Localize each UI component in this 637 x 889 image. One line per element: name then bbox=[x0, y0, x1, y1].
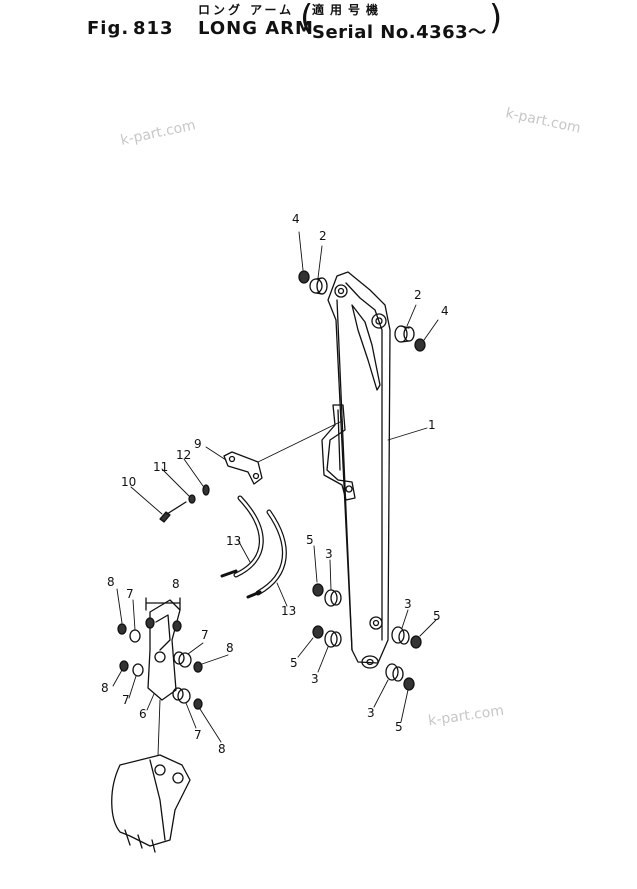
callout-part-5: 5 bbox=[290, 656, 298, 670]
callout-part-3: 3 bbox=[367, 706, 375, 720]
callout-part-8: 8 bbox=[172, 577, 180, 591]
nut-part-4 bbox=[414, 338, 426, 352]
callout-part-7: 7 bbox=[201, 628, 209, 642]
pin-part-7 bbox=[129, 629, 141, 643]
nut-part-8 bbox=[119, 660, 129, 672]
callout-part-12: 12 bbox=[176, 448, 192, 462]
hose-part-13 bbox=[246, 509, 287, 599]
hose-part-13 bbox=[220, 495, 264, 578]
nut-part-8 bbox=[193, 698, 203, 710]
bushing-part-3 bbox=[385, 663, 404, 682]
callout-part-2: 2 bbox=[319, 229, 327, 243]
callout-part-8: 8 bbox=[101, 681, 109, 695]
leader-lines bbox=[112, 231, 439, 756]
bolt-part-10 bbox=[159, 501, 187, 523]
callout-part-1: 1 bbox=[428, 418, 436, 432]
long-arm bbox=[321, 271, 391, 669]
callout-part-8: 8 bbox=[107, 575, 115, 589]
callout-part-8: 8 bbox=[218, 742, 226, 756]
figure-number: 813 bbox=[133, 18, 174, 39]
link-part-6 bbox=[145, 597, 181, 701]
callout-part-3: 3 bbox=[404, 597, 412, 611]
callout-part-7: 7 bbox=[194, 728, 202, 742]
nut-part-8 bbox=[117, 623, 127, 635]
callout-part-3: 3 bbox=[311, 672, 319, 686]
callout-part-3: 3 bbox=[325, 547, 333, 561]
bushing-part-3 bbox=[324, 589, 342, 607]
pin-part-7 bbox=[173, 651, 192, 668]
nut-part-5 bbox=[312, 625, 324, 639]
bucket bbox=[111, 754, 191, 853]
pin-part-7 bbox=[172, 687, 191, 704]
left-parenthesis: ( bbox=[300, 0, 314, 38]
title-english: LONG ARM bbox=[198, 18, 314, 39]
callout-part-13: 13 bbox=[226, 534, 242, 548]
nut-part-8 bbox=[145, 617, 155, 629]
figure-label: Fig. bbox=[87, 18, 130, 39]
callout-part-4: 4 bbox=[292, 212, 300, 226]
nut-part-5 bbox=[410, 635, 422, 649]
callout-part-5: 5 bbox=[395, 720, 403, 734]
washer-part-11 bbox=[188, 494, 196, 504]
nut-part-8 bbox=[172, 620, 182, 632]
callout-part-8: 8 bbox=[226, 641, 234, 655]
callout-part-10: 10 bbox=[121, 475, 137, 489]
callout-part-7: 7 bbox=[126, 587, 134, 601]
nut-part-5 bbox=[403, 677, 415, 691]
callout-part-6: 6 bbox=[139, 707, 147, 721]
callout-part-13: 13 bbox=[281, 604, 297, 618]
applicability-japanese: 適用号機 bbox=[312, 3, 385, 17]
bushing-part-3 bbox=[391, 626, 410, 645]
callout-part-4: 4 bbox=[441, 304, 449, 318]
bushing-part-2 bbox=[309, 277, 328, 295]
nut-part-8 bbox=[193, 661, 203, 673]
callout-part-11: 11 bbox=[153, 460, 169, 474]
callout-part-5: 5 bbox=[306, 533, 314, 547]
right-parenthesis: ) bbox=[489, 0, 503, 38]
callout-part-9: 9 bbox=[194, 437, 202, 451]
callout-part-2: 2 bbox=[414, 288, 422, 302]
serial-number: Serial No.4363～ bbox=[312, 22, 487, 43]
callout-part-5: 5 bbox=[433, 609, 441, 623]
bushing-part-2 bbox=[394, 325, 415, 343]
bushing-part-3 bbox=[324, 630, 342, 648]
hose-bracket-part-9 bbox=[223, 451, 263, 485]
pin-part-7 bbox=[132, 663, 144, 677]
nut-part-5 bbox=[312, 583, 324, 597]
spring-washer-part-12 bbox=[202, 484, 210, 496]
title-japanese: ロング アーム bbox=[198, 3, 295, 17]
callout-part-7: 7 bbox=[122, 693, 130, 707]
nut-part-4 bbox=[298, 270, 310, 284]
